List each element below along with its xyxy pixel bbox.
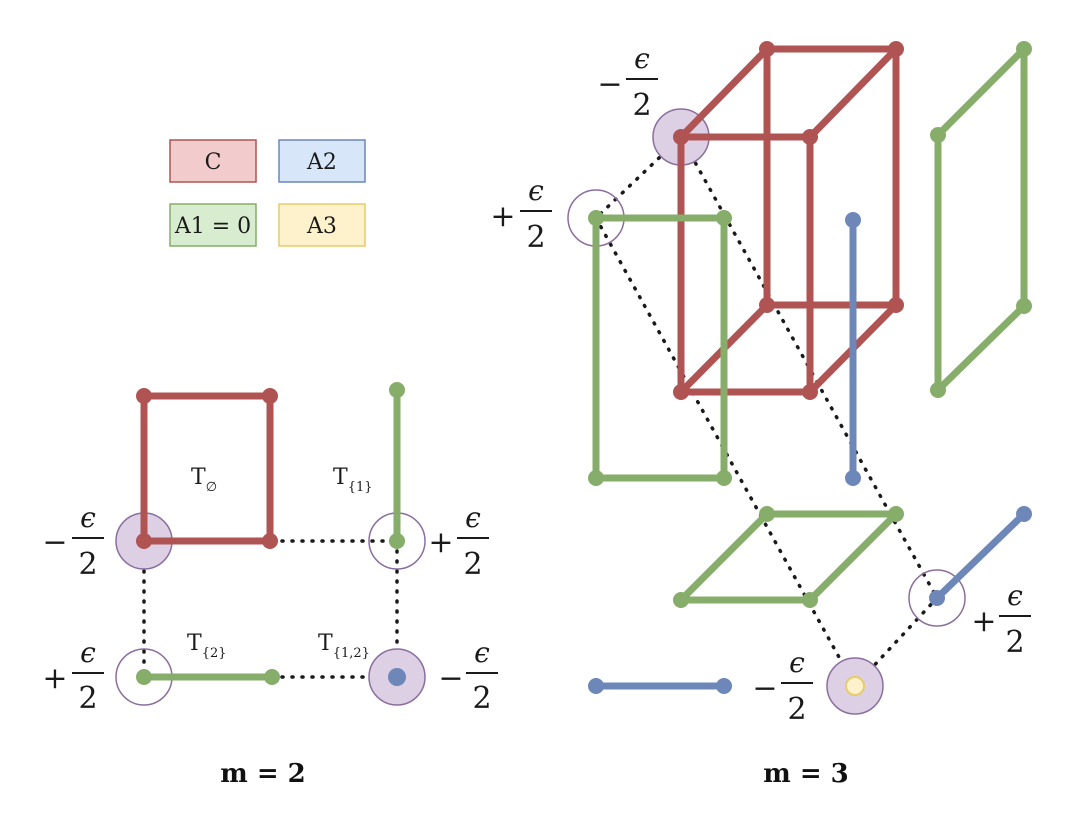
frac-minus-topleft: − ϵ 2 <box>42 501 104 582</box>
frac-plus-right: + ϵ 2 <box>971 579 1031 660</box>
svg-text:2: 2 <box>1005 625 1024 660</box>
c-node <box>262 533 278 549</box>
svg-text:ϵ: ϵ <box>474 636 490 669</box>
frac-minus-top: − ϵ 2 <box>597 42 658 123</box>
label-t-2: T{2} <box>187 631 227 661</box>
a2-node <box>845 470 861 486</box>
svg-text:−: − <box>752 671 777 706</box>
svg-text:ϵ: ϵ <box>634 42 650 75</box>
legend-label-a3: A3 <box>306 214 337 239</box>
label-t-12: T{1,2} <box>318 631 370 661</box>
title-m3: m = 3 <box>763 759 849 789</box>
svg-text:2: 2 <box>78 681 97 716</box>
a1-node <box>389 533 405 549</box>
a1-front-nodes <box>588 210 732 486</box>
svg-text:ϵ: ϵ <box>80 501 96 534</box>
svg-text:2: 2 <box>463 547 482 582</box>
frac-plus-left: + ϵ 2 <box>490 174 552 255</box>
c-square <box>140 392 274 545</box>
a1-parallelogram-bottom <box>677 510 900 604</box>
legend-swatch-a2 <box>278 139 366 183</box>
a1-node <box>136 669 152 685</box>
frac-plus-bottomleft: + ϵ 2 <box>42 636 104 716</box>
frac-minus-bottom: − ϵ 2 <box>752 646 813 727</box>
a1-bottom-nodes <box>673 506 904 608</box>
legend-label-c: C <box>205 150 222 175</box>
c-cube <box>677 45 900 396</box>
legend-swatch-a1 <box>169 203 257 247</box>
a1-parallelogram-side <box>934 45 1028 394</box>
frac-minus-bottomright: − ϵ 2 <box>438 636 498 716</box>
a2-node <box>845 212 861 228</box>
legend-label-a1: A1 = 0 <box>174 214 251 239</box>
c-cube-nodes <box>673 41 904 400</box>
a2-node <box>716 678 732 694</box>
a1-node <box>264 669 280 685</box>
legend-swatch-a3 <box>278 203 366 247</box>
a2-node <box>1016 506 1032 522</box>
svg-text:+: + <box>428 525 453 560</box>
title-m2: m = 2 <box>220 759 306 789</box>
label-t-empty: T∅ <box>191 465 217 495</box>
svg-text:−: − <box>438 661 463 696</box>
svg-text:2: 2 <box>472 681 491 716</box>
label-t-1: T{1} <box>333 465 373 495</box>
a2-node <box>588 678 604 694</box>
svg-text:ϵ: ϵ <box>789 646 805 679</box>
svg-text:2: 2 <box>787 692 806 727</box>
svg-text:−: − <box>597 67 622 102</box>
a1-node <box>389 382 405 398</box>
a2-point <box>388 668 406 686</box>
svg-text:+: + <box>490 199 515 234</box>
frac-plus-topright: + ϵ 2 <box>428 501 489 582</box>
a1-rectangle-front <box>592 214 728 482</box>
svg-text:ϵ: ϵ <box>528 174 544 207</box>
c-node <box>136 388 152 404</box>
diagram-m3: − ϵ 2 + ϵ 2 + ϵ 2 − ϵ 2 m = 3 <box>490 41 1032 789</box>
c-node <box>262 388 278 404</box>
svg-text:ϵ: ϵ <box>80 636 96 669</box>
a3-point <box>845 676 865 696</box>
diagram-m2: T∅ T{1} T{2} T{1,2} − ϵ 2 + ϵ 2 + ϵ 2 − … <box>42 382 498 789</box>
svg-text:−: − <box>42 525 67 560</box>
a2-node <box>929 590 945 606</box>
legend-swatch-c <box>169 139 257 183</box>
vertex-circle-plus-right <box>908 569 966 627</box>
legend: C A2 A1 = 0 A3 <box>169 139 366 247</box>
legend-label-a2: A2 <box>306 150 337 175</box>
svg-text:+: + <box>42 661 67 696</box>
svg-text:2: 2 <box>78 547 97 582</box>
a2-segment-diagonal <box>933 510 1028 602</box>
svg-text:ϵ: ϵ <box>1007 579 1023 612</box>
svg-text:2: 2 <box>632 88 651 123</box>
svg-text:ϵ: ϵ <box>465 501 481 534</box>
svg-text:2: 2 <box>526 220 545 255</box>
c-node <box>136 533 152 549</box>
svg-text:+: + <box>971 604 996 639</box>
a1-side-nodes <box>930 41 1032 398</box>
